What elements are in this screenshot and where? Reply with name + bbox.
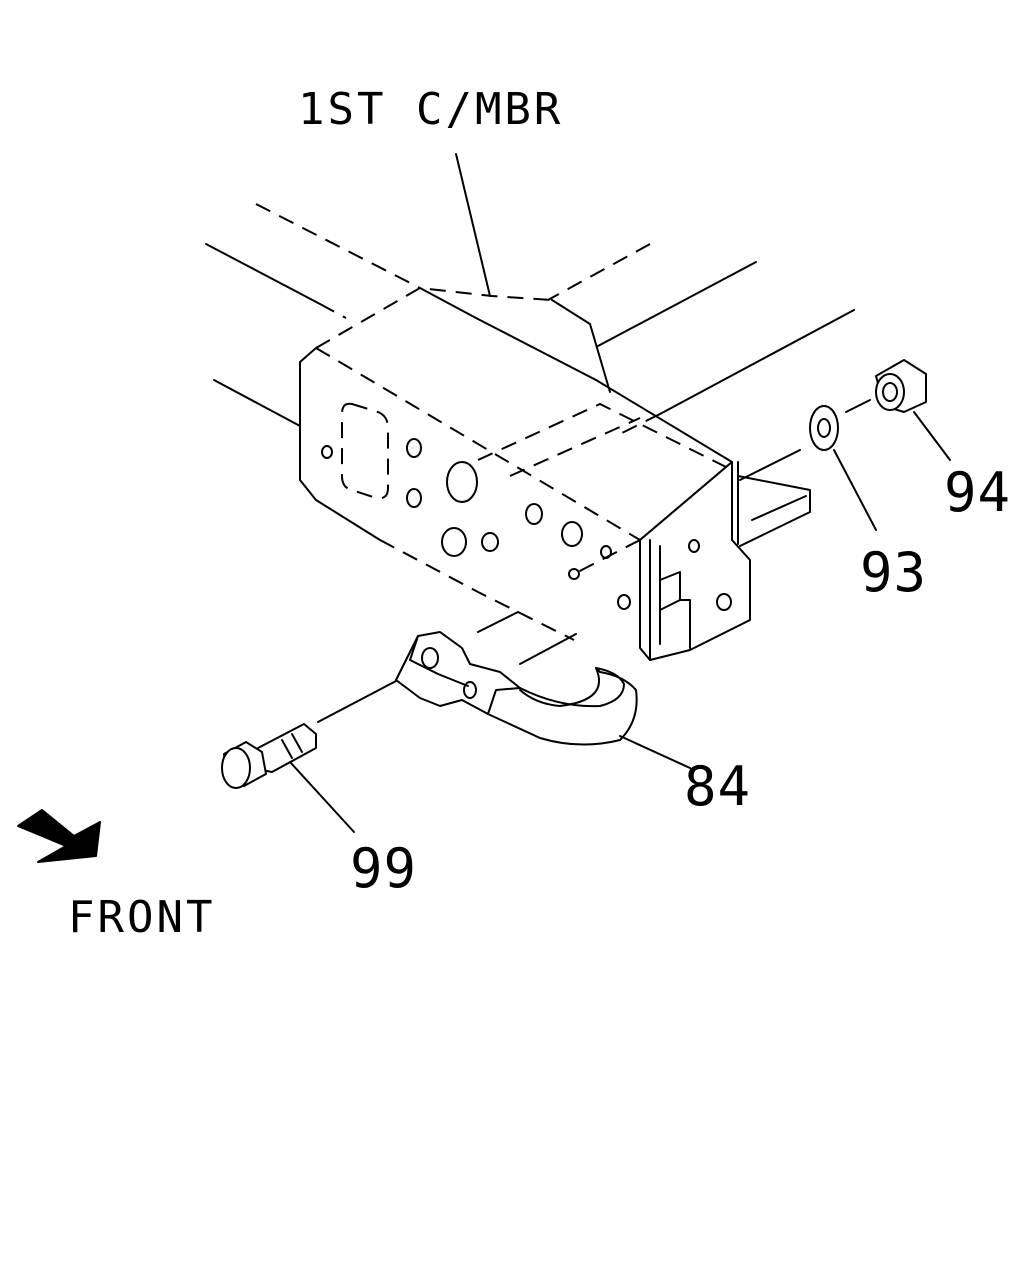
leader-99 — [289, 761, 355, 833]
leader-93 — [833, 449, 877, 531]
front-direction-arrow-icon — [17, 809, 101, 863]
nut-part-94 — [875, 359, 927, 413]
assembly-center-lines — [317, 399, 871, 723]
washer-part-93 — [809, 405, 839, 451]
bolt-part-99 — [221, 723, 317, 789]
front-direction-label: FRONT — [68, 892, 216, 943]
tow-hook-part-84 — [395, 631, 638, 746]
frame-rail-lines — [205, 203, 855, 435]
part-number-84: 84 — [684, 755, 752, 818]
leader-84 — [619, 735, 691, 769]
leader-94 — [913, 411, 951, 461]
cross-member-label: 1ST C/MBR — [298, 84, 564, 135]
part-number-99: 99 — [350, 837, 418, 900]
header-leader-line — [455, 153, 491, 297]
first-cross-member — [299, 286, 811, 661]
part-number-93: 93 — [860, 541, 928, 604]
part-number-94: 94 — [944, 461, 1012, 524]
